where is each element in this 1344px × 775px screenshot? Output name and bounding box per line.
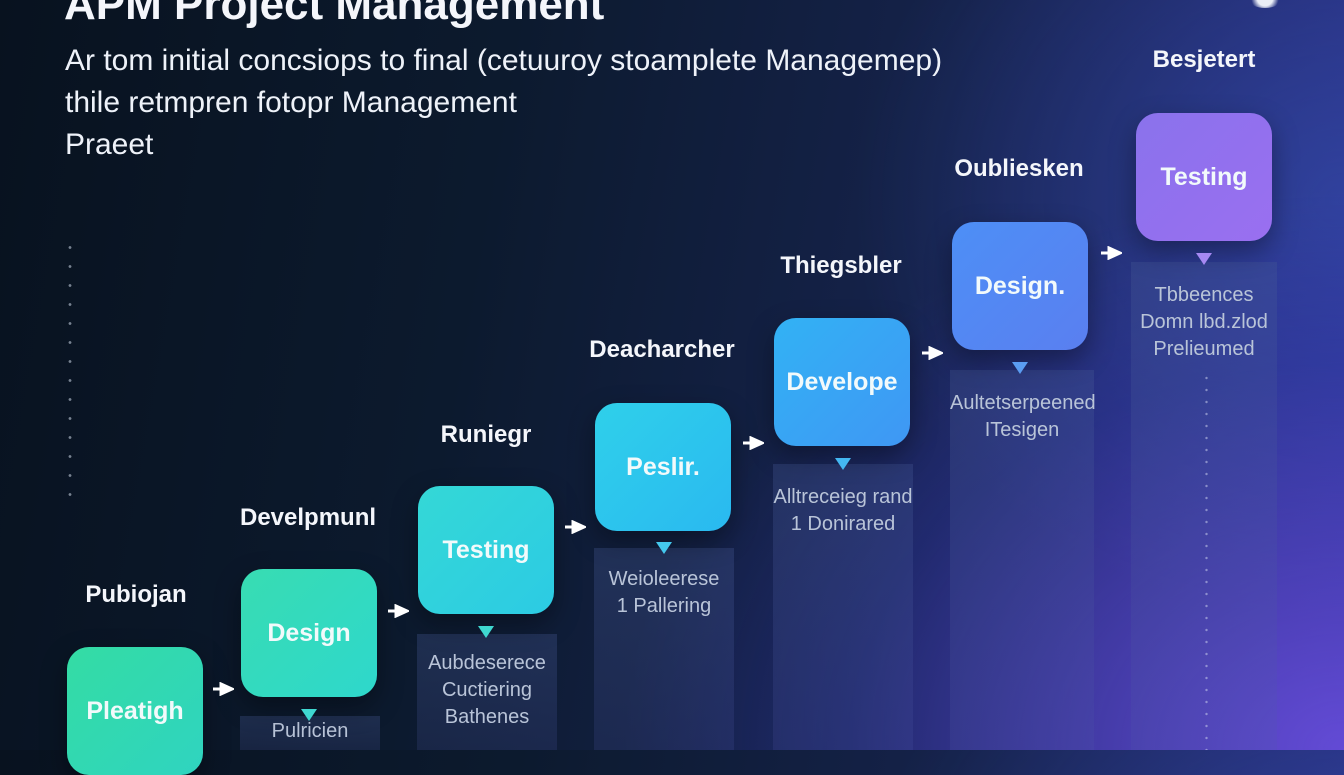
stage-box-label: Pleatigh [86,696,184,725]
stage-box-label: Design [267,618,351,647]
lane-text: Weioleerese [608,568,720,590]
subtitle-line-2: thile retmpren fotopr Management [65,86,517,119]
stage-box-7[interactable]: Testing [1136,113,1272,241]
stage-lane-2: Pulricien [240,716,380,750]
arrow-down-icon [835,458,851,470]
page-title: APM Project Management [64,0,605,29]
arrow-down-icon [478,626,494,638]
stage-heading-3: Runiegr [440,421,532,448]
stage-box-label: Develope [786,367,898,396]
arrow-right-icon [565,520,586,534]
stage-heading-6: Oubliesken [954,155,1084,182]
stage-heading-1: Pubiojan [85,581,187,608]
subtitle-line-1: Ar tom initial concsiops to final (cetuu… [65,44,943,77]
stage-box-label: Design. [974,271,1066,300]
lane-text: Prelieumed [1153,338,1255,360]
stage-box-3[interactable]: Testing [418,486,554,614]
stage-lane-4: Weioleerese 1 Pallering [594,548,734,750]
lane-text: Alltreceieg rand [773,486,913,508]
lane-text: 1 Pallering [616,595,712,617]
stage-heading-7: Besjetert [1152,46,1256,73]
lane-text: Aubdeserece [428,652,546,674]
stage-box-label: Testing [442,535,530,564]
stage-box-4[interactable]: Peslir. [595,403,731,531]
stage-box-2[interactable]: Design [241,569,377,697]
arrow-right-icon [743,436,764,450]
arrow-right-icon [1101,246,1122,260]
stage-box-1[interactable]: Pleatigh [67,647,203,775]
stage-heading-2: Develpmunl [239,504,377,531]
subtitle: Ar tom initial concsiops to final (cetuu… [65,40,942,166]
corner-icon [1248,0,1282,8]
arrow-down-icon [1196,253,1212,265]
arrow-down-icon [656,542,672,554]
lane-text: Pulricien [271,720,349,742]
lane-text: Domn lbd.zlod [1140,311,1268,333]
arrow-right-icon [213,682,234,696]
stage-lane-6: Aultetserpeened ITesigen [950,370,1096,750]
stage-lane-7: Tbbeences Domn lbd.zlod Prelieumed [1131,262,1277,750]
stage-lane-3: Aubdeserece Cuctiering Bathenes [417,634,557,750]
lane-text: 1 Donirared [790,513,896,535]
arrow-down-icon [301,709,317,721]
lane-text: Cuctiering [441,679,533,701]
stage-box-label: Peslir. [626,452,700,481]
lane-text: ITesigen [984,419,1060,441]
arrow-right-icon [922,346,943,360]
arrow-down-icon [1012,362,1028,374]
stage-heading-5: Thiegsbler [780,252,902,279]
stage-lane-5: Alltreceieg rand 1 Donirared [773,464,913,750]
lane-text: Aultetserpeened [950,392,1096,414]
stage-box-label: Testing [1160,162,1248,191]
arrow-right-icon [388,604,409,618]
lane-text: Tbbeences [1154,284,1254,306]
subtitle-line-3: Praeet [65,128,154,161]
stage-box-5[interactable]: Develope [774,318,910,446]
lane-text: Bathenes [444,706,530,728]
vertical-dotted-guide [68,238,72,500]
stage-box-6[interactable]: Design. [952,222,1088,350]
stage-heading-4: Deacharcher [589,336,735,363]
lane-dotted-line [1205,372,1208,750]
